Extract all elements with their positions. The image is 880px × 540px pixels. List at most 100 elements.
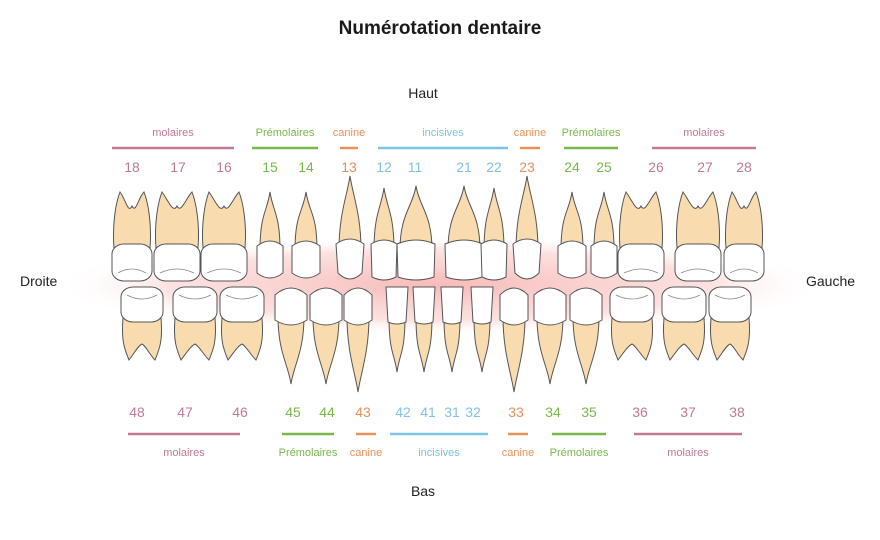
upper-tooth-12 (370, 187, 398, 281)
tooth-number-25: 25 (596, 159, 612, 175)
crown (412, 286, 436, 325)
lower-tooth-37 (661, 286, 707, 362)
lower-tooth-33 (499, 287, 529, 393)
crown (440, 286, 464, 325)
lower-tooth-42 (385, 286, 409, 373)
crown (120, 286, 164, 323)
root (399, 185, 433, 251)
lower-bracket-label-incisives: incisives (418, 447, 460, 459)
root (611, 317, 653, 362)
crown (385, 286, 409, 325)
root (346, 315, 370, 393)
lower-tooth-31 (440, 286, 464, 373)
crown (480, 239, 508, 281)
root (312, 315, 340, 385)
root (202, 190, 246, 249)
root (502, 315, 526, 393)
tooth-number-22: 22 (486, 159, 502, 175)
root (277, 315, 305, 385)
label-bottom: Bas (411, 483, 435, 499)
tooth-number-28: 28 (736, 159, 752, 175)
tooth-number-35: 35 (581, 404, 597, 420)
upper-tooth-22 (480, 187, 508, 281)
root (443, 315, 461, 373)
tooth-number-18: 18 (124, 159, 140, 175)
root (388, 315, 406, 373)
tooth-number-47: 47 (177, 404, 193, 420)
cusp-line (225, 294, 259, 300)
cusp-line (178, 294, 212, 300)
tooth-number-17: 17 (170, 159, 186, 175)
root (415, 315, 433, 373)
teeth-layer (111, 175, 765, 393)
root (155, 190, 199, 249)
label-left: Droite (20, 273, 58, 289)
crown (674, 243, 722, 282)
tooth-number-46: 46 (232, 404, 248, 420)
lower-tooth-44 (309, 287, 343, 385)
upper-bracket-label-canine: canine (333, 127, 365, 139)
crown (512, 238, 542, 280)
lower-bracket-label-canine: canine (502, 447, 534, 459)
crown (219, 286, 265, 323)
root (515, 175, 539, 251)
cusp-line (206, 268, 242, 274)
lower-bracket-label-premolaires: Prémolaires (550, 447, 609, 459)
tooth-number-31: 31 (444, 404, 460, 420)
cusp-line (126, 294, 158, 300)
tooth-number-34: 34 (545, 404, 561, 420)
root (593, 191, 615, 251)
crown (557, 240, 587, 279)
tooth-number-32: 32 (465, 404, 481, 420)
lower-tooth-48 (120, 286, 164, 362)
root (122, 317, 162, 362)
cusp-line (623, 268, 659, 274)
crown (274, 287, 308, 326)
root (373, 187, 395, 251)
tooth-number-44: 44 (319, 404, 335, 420)
cusp-line (729, 268, 759, 274)
root (483, 187, 505, 251)
root (174, 317, 216, 362)
upper-tooth-18 (111, 190, 153, 282)
crown (569, 287, 603, 326)
label-top: Haut (408, 85, 438, 101)
crown (533, 287, 567, 326)
upper-tooth-28 (723, 190, 765, 282)
root (725, 190, 763, 249)
tooth-number-14: 14 (298, 159, 314, 175)
lower-bracket-label-molaires: molaires (163, 447, 205, 459)
tooth-number-24: 24 (564, 159, 580, 175)
crown (470, 286, 494, 325)
upper-bracket-label-premolaires: Prémolaires (256, 127, 315, 139)
tooth-number-27: 27 (697, 159, 713, 175)
lower-tooth-41 (412, 286, 436, 373)
crown (661, 286, 707, 323)
root (473, 315, 491, 373)
root (338, 175, 362, 251)
lower-tooth-46 (219, 286, 265, 362)
upper-tooth-15 (256, 191, 284, 279)
root (536, 315, 564, 385)
crown (590, 240, 618, 279)
page-title: Numérotation dentaire (338, 18, 542, 39)
lower-tooth-38 (708, 286, 752, 362)
group-brackets: molaires Prémolaires canine incisives canine… (112, 127, 756, 459)
tooth-number-45: 45 (285, 404, 301, 420)
root (710, 317, 750, 362)
tooth-number-42: 42 (395, 404, 411, 420)
root (447, 185, 481, 251)
upper-tooth-13 (335, 175, 365, 280)
crown (200, 243, 248, 282)
lower-tooth-34 (533, 287, 567, 385)
tooth-number-36: 36 (632, 404, 648, 420)
upper-tooth-23 (512, 175, 542, 280)
root (221, 317, 263, 362)
tooth-number-37: 37 (680, 404, 696, 420)
root (663, 317, 705, 362)
root (619, 190, 663, 249)
label-right: Gauche (806, 273, 855, 289)
upper-bracket-label-incisives: incisives (422, 127, 464, 139)
crown (396, 239, 436, 281)
